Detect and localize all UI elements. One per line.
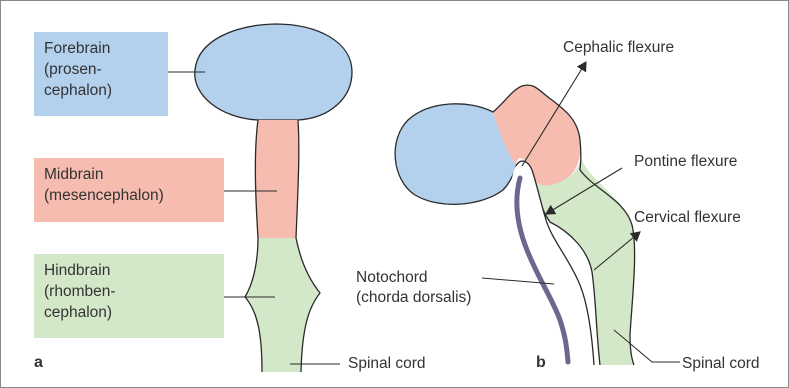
a-midbrain-shape — [255, 120, 298, 238]
hindbrain-label: Hindbrain (rhomben- cephalon) — [44, 262, 116, 321]
forebrain-label: Forebrain (prosen- cephalon) — [44, 40, 112, 99]
midbrain-label-box: Midbrain (mesencephalon) — [34, 158, 224, 222]
a-forebrain-shape — [195, 24, 352, 120]
cervical-flexure-label: Cervical flexure — [634, 208, 741, 228]
b-spinal-cord-label: Spinal cord — [682, 354, 760, 374]
notochord-label: Notochord (chorda dorsalis) — [356, 268, 471, 308]
panel-a-letter: a — [34, 354, 43, 372]
hindbrain-label-box: Hindbrain (rhomben- cephalon) — [34, 254, 224, 338]
forebrain-label-box: Forebrain (prosen- cephalon) — [34, 32, 168, 116]
pontine-flexure-label: Pontine flexure — [634, 152, 737, 172]
cephalic-flexure-label: Cephalic flexure — [563, 38, 674, 58]
a-spinal-cord-label: Spinal cord — [348, 354, 426, 374]
a-hindbrain-shape — [245, 238, 320, 372]
midbrain-label: Midbrain (mesencephalon) — [44, 166, 164, 204]
panel-b-letter: b — [536, 354, 546, 372]
